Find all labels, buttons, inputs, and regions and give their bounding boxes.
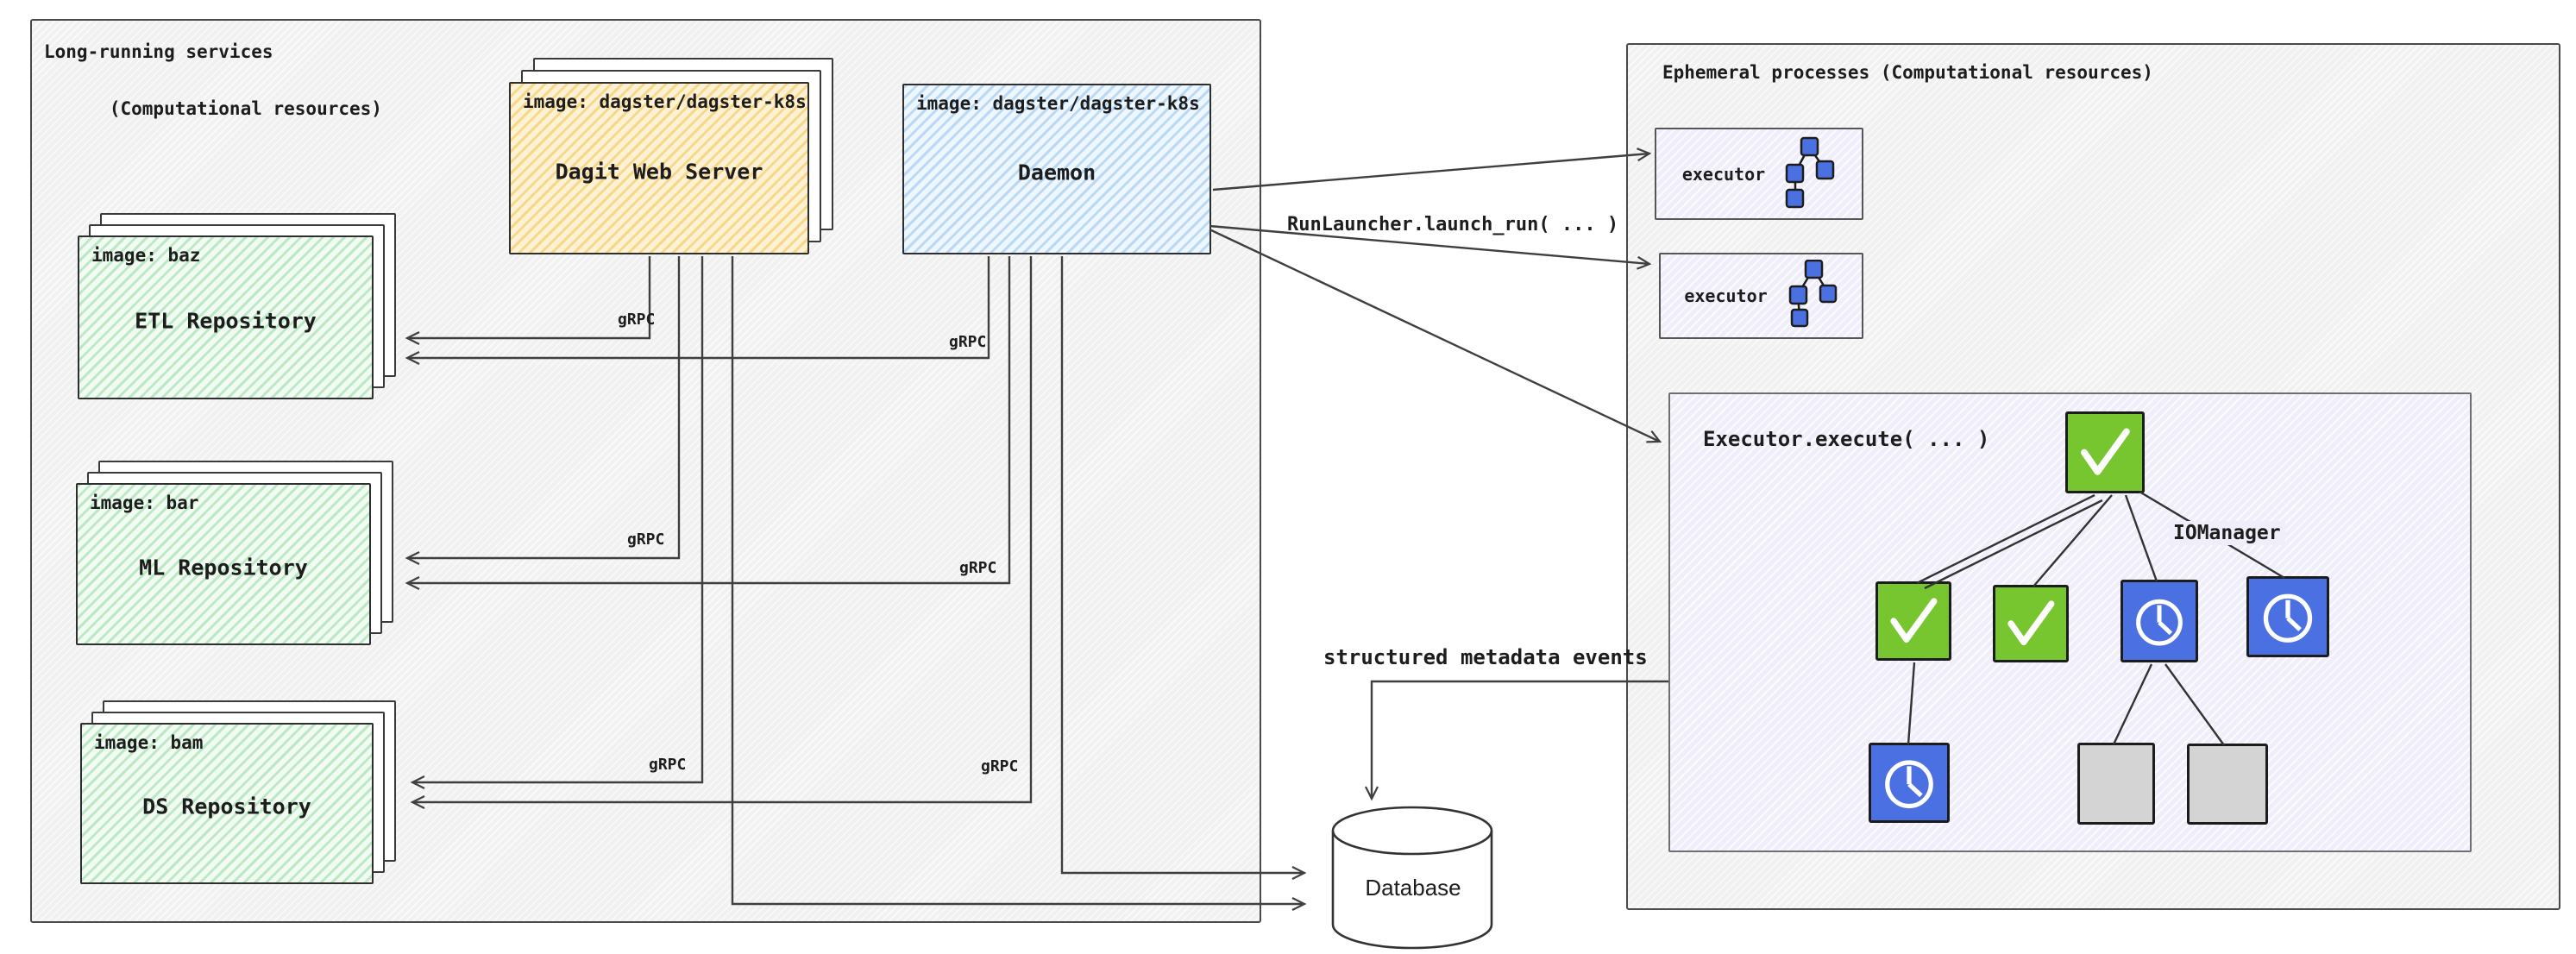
step-success-1 <box>1875 581 1951 661</box>
grpc-label-daemon-ds: gRPC <box>981 757 1019 775</box>
wire-metadata-events <box>1365 680 1668 801</box>
left-panel-title-line2: (Computational resources) <box>109 98 382 119</box>
grpc-label-dagit-ml: gRPC <box>627 530 665 549</box>
wire-daemon-executor-execute <box>1209 228 1662 443</box>
step-pending-1 <box>2120 580 2198 662</box>
executor-box-1: executor <box>1655 128 1863 220</box>
ml-repository-node: image: bar ML Repository <box>76 483 371 645</box>
step-pending-3 <box>1869 743 1950 823</box>
daemon-name: Daemon <box>1017 160 1096 185</box>
dagit-web-server-node: image: dagster/dagster-k8s Dagit Web Ser… <box>509 82 809 254</box>
grpc-label-dagit-etl: gRPC <box>618 311 656 329</box>
daemon-node: image: dagster/dagster-k8s Daemon <box>902 84 1211 254</box>
executor-execute-title: Executor.execute( ... ) <box>1703 427 1990 451</box>
ds-name: DS Repository <box>142 794 311 819</box>
etl-repository-node: image: baz ETL Repository <box>78 235 374 399</box>
executor-1-label: executor <box>1681 163 1766 185</box>
left-panel-title: Long-running services (Computational res… <box>44 38 382 152</box>
ds-image-label: image: bam <box>94 732 204 753</box>
grpc-label-daemon-ml: gRPC <box>959 559 997 577</box>
dagit-name: Dagit Web Server <box>555 159 763 185</box>
executor-2-label: executor <box>1684 286 1768 306</box>
step-success-2 <box>1993 585 2069 662</box>
step-pending-2 <box>2246 576 2329 657</box>
step-success-root <box>2065 411 2145 493</box>
grpc-label-daemon-etl: gRPC <box>949 333 987 351</box>
metadata-events-label: structured metadata events <box>1323 645 1648 669</box>
step-skipped-2 <box>2187 744 2268 825</box>
etl-image-label: image: baz <box>91 245 201 266</box>
dagit-image-label: image: dagster/dagster-k8s <box>523 91 807 112</box>
ml-image-label: image: bar <box>90 493 199 513</box>
step-skipped-1 <box>2077 743 2155 825</box>
left-panel-title-line1: Long-running services <box>44 41 273 62</box>
executor-box-2: executor <box>1659 253 1863 339</box>
ds-repository-node: image: bam DS Repository <box>80 723 374 884</box>
io-manager-label: IOManager <box>2169 521 2285 545</box>
right-panel-title: Ephemeral processes (Computational resou… <box>1662 62 2153 83</box>
wire-daemon-executor1 <box>1212 147 1652 191</box>
grpc-label-dagit-ds: gRPC <box>649 756 687 774</box>
mini-dag-icon <box>1782 136 1836 212</box>
daemon-image-label: image: dagster/dagster-k8s <box>916 93 1200 114</box>
run-launcher-label: RunLauncher.launch_run( ... ) <box>1287 214 1619 235</box>
mini-dag-icon <box>1785 259 1838 332</box>
etl-name: ETL Repository <box>135 308 317 334</box>
database-label: Database <box>1365 875 1461 901</box>
ml-name: ML Repository <box>139 555 308 581</box>
